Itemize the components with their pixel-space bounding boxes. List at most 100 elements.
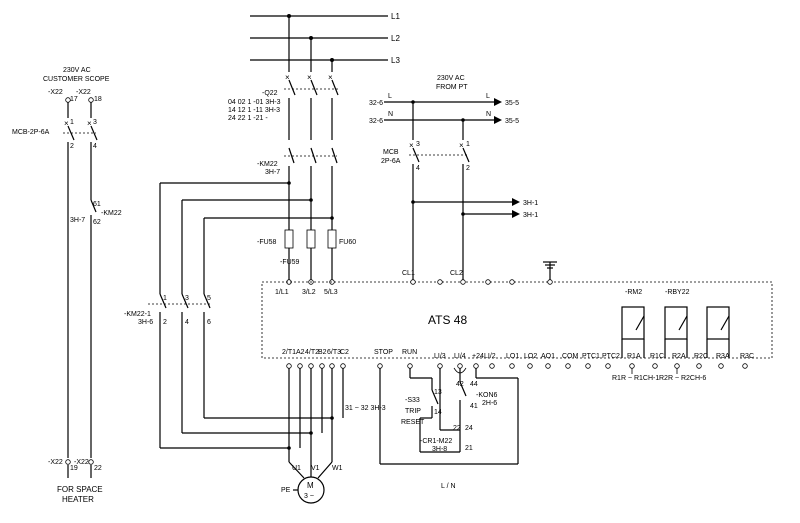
fu60-label: FU60 [339, 239, 356, 246]
pt-supply: 230V AC FROM PT 32-6 32-6 L N L N 35-5 3… [369, 75, 557, 282]
pt-out-b: 35-5 [505, 118, 519, 125]
km22-1-label: -KM22-1 [124, 311, 151, 318]
cr1-ref: 3H-8 [432, 446, 447, 453]
q22-ref-2: 14 12 1 -11 3H-3 [228, 107, 280, 114]
ats48-unit: ATS 48 -RM2 -RBY22 2/T1 A2 4/T2 B2 6/T3 … [261, 279, 773, 382]
term-r3c: R3C [740, 353, 754, 360]
term-24: +24 [472, 353, 484, 360]
pt-title-1: 230V AC [437, 75, 465, 82]
svg-text:×: × [64, 119, 69, 128]
pt-mcb-label: MCB [383, 149, 399, 156]
ats-title: ATS 48 [428, 313, 467, 327]
km22-1-n4: 4 [185, 319, 189, 326]
s33-14: 14 [434, 409, 442, 416]
term-ptc1: PTC1 [582, 353, 600, 360]
pt-out-a: 35-5 [505, 100, 519, 107]
term-b2: B2 [318, 349, 327, 356]
kon6-41: 41 [470, 403, 478, 410]
motor-v1: V1 [311, 465, 320, 472]
bus-l3-label: L3 [391, 56, 400, 65]
km22-1-n2: 2 [163, 319, 167, 326]
main-power-path: × × × -Q22 04 02 1 -01 3H-3 14 12 1 -11 … [228, 16, 356, 296]
term-a2: A2 [296, 349, 305, 356]
term-lo2: LO2 [524, 353, 537, 360]
cr1-label: -CR1-M22 [420, 438, 452, 445]
mcb-pin-4: 4 [93, 143, 97, 150]
mcb-pin-3: 3 [93, 119, 97, 126]
fu59-label: -FU59 [280, 259, 300, 266]
term-run: RUN [402, 349, 417, 356]
term-r3a: R3A [716, 353, 730, 360]
heater-supply-line2: CUSTOMER SCOPE [43, 76, 110, 83]
busbars: L1 L2 L3 [250, 12, 400, 65]
pt-out-c: 3H-1 [523, 200, 538, 207]
term-6t3: 6/T3 [327, 349, 341, 356]
t1-label: 1/L1 [275, 289, 289, 296]
bypass-contactor: -KM22-1 3H-6 1 3 5 2 4 6 [124, 181, 334, 449]
q22-x-mark: × [307, 73, 312, 82]
pt-mcb-p4: 4 [416, 165, 420, 172]
pt-mcb-rating: 2P-6A [381, 158, 401, 165]
q22-label: -Q22 [262, 90, 278, 97]
relay-bus-line [631, 368, 678, 374]
reset-label: RESET [401, 419, 425, 426]
term-li4: LI/4 [454, 353, 466, 360]
kon6-ref: 2H-6 [482, 400, 497, 407]
pt-in-a: 32-6 [369, 100, 383, 107]
motor-w1: W1 [332, 465, 343, 472]
kon6-42: 42 [456, 381, 464, 388]
svg-text:×: × [409, 141, 414, 150]
x22-term-b: -X22 [76, 89, 91, 96]
q22-ref-3: 24 22 1 -21 - [228, 115, 268, 122]
kon6-44: 44 [470, 381, 478, 388]
term-4t2: 4/T2 [305, 349, 319, 356]
pt-n-out: N [486, 111, 491, 118]
bus-l2-label: L2 [391, 34, 400, 43]
heater-supply-line1: 230V AC [63, 67, 91, 74]
x22-term-d: -X22 [74, 459, 89, 466]
pin-18: 18 [94, 96, 102, 103]
pin-62: 62 [93, 219, 101, 226]
pt-l-in: L [388, 93, 392, 100]
km22-aux-label: -KM22 [101, 210, 122, 217]
motor-phase: 3 ~ [304, 493, 314, 500]
motor-leads: 31 ~ 32 3H-3 U1 V1 W1 M 3 ~ PE [281, 368, 386, 504]
x22-term-a: -X22 [48, 89, 63, 96]
km22-1-n1: 1 [163, 295, 167, 302]
cr1-24: 24 [465, 425, 473, 432]
cl2-label: CL2 [450, 270, 463, 277]
control-circuit: L / N -S33 13 14 TRIP RESET -CR1-M22 3H-… [379, 367, 519, 490]
motor-m: M [307, 481, 314, 490]
q22-x-mark: × [328, 73, 333, 82]
mcb-pin-2: 2 [70, 143, 74, 150]
control-ln-label: L / N [441, 483, 456, 490]
svg-text:×: × [459, 141, 464, 150]
mcb-label: MCB-2P-6A [12, 129, 50, 136]
cr1-22: 22 [453, 425, 461, 432]
pt-mcb-p2: 2 [466, 165, 470, 172]
t3-label: 5/L3 [324, 289, 338, 296]
term-c2: C2 [340, 349, 349, 356]
fu58-label: -FU58 [257, 239, 277, 246]
term-r1a: R1A [627, 353, 641, 360]
term-com: COM [562, 353, 579, 360]
rm2-label: -RM2 [625, 289, 642, 296]
r2-ref: R2R ~ R2CH-6 [659, 375, 706, 382]
kon6-label: -KON6 [476, 392, 498, 399]
term-r2c: R2C [694, 353, 708, 360]
pt-mcb-p1: 1 [466, 141, 470, 148]
trip-label: TRIP [405, 408, 421, 415]
rby22-label: -RBY22 [665, 289, 690, 296]
term-ao1: AO1 [541, 353, 555, 360]
term-li3: LI/3 [434, 353, 446, 360]
term-ptc2: PTC2 [602, 353, 620, 360]
km22-1-n5: 5 [207, 295, 211, 302]
pt-l-out: L [486, 93, 490, 100]
x22-term-c: -X22 [48, 459, 63, 466]
heater-footer-2: HEATER [62, 495, 94, 504]
km22-1-n6: 6 [207, 319, 211, 326]
pin-17: 17 [70, 96, 78, 103]
q22-ref-1: 04 02 1 -01 3H-3 [228, 99, 281, 106]
pt-title-2: FROM PT [436, 84, 468, 91]
